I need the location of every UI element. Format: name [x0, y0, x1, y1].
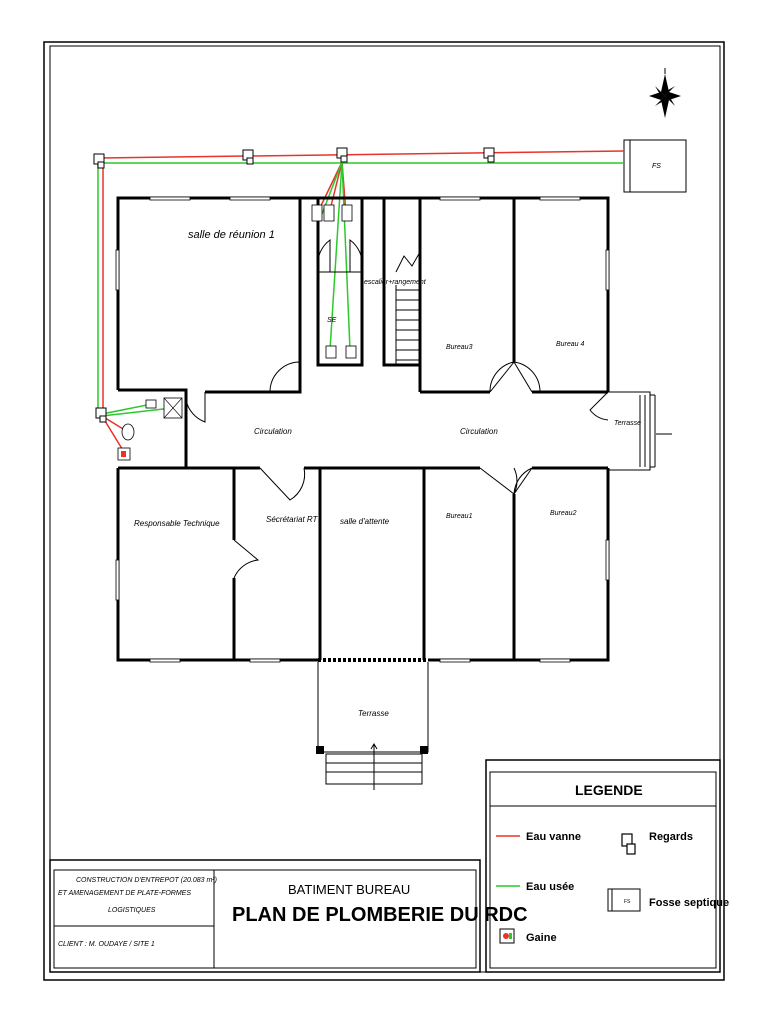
room-label-bureau4: Bureau 4 — [556, 341, 585, 348]
regard-icon — [93, 153, 105, 169]
terrace-bottom — [316, 662, 429, 790]
eau-usee-branch — [341, 161, 351, 351]
room-label-bureau3: Bureau3 — [446, 344, 473, 351]
project-line-2: ET AMENAGEMENT DE PLATE-FORMES — [58, 890, 191, 897]
room-label-circulation-left: Circulation — [254, 427, 292, 436]
room-label-salle-attente: salle d'attente — [340, 517, 390, 526]
plan-title: PLAN DE PLOMBERIE DU RDC — [232, 904, 528, 926]
wc-icon — [121, 423, 135, 441]
legend-title: LEGENDE — [575, 782, 643, 798]
regard-icon — [336, 147, 348, 163]
wc-icon — [323, 204, 335, 222]
regard-icon — [242, 149, 254, 165]
septic-tank: FS — [623, 139, 687, 193]
legend-regard-icon — [621, 833, 636, 855]
building-title: BATIMENT BUREAU — [288, 882, 410, 897]
eau-usee-branch — [101, 403, 153, 415]
room-label-terrasse-bottom: Terrasse — [358, 709, 389, 718]
room-label-responsable: Responsable Technique — [134, 519, 220, 528]
room-label-secretariat: Sécrétariat RT — [266, 515, 319, 524]
door-swings — [185, 239, 609, 579]
room-label-terrasse-right: Terrasse — [614, 420, 641, 427]
legend-gaine-icon — [499, 928, 515, 944]
room-label-se: SE — [327, 317, 337, 324]
staircase — [395, 251, 421, 365]
client-label: CLIENT : M. OUDAYE / SITE 1 — [58, 941, 155, 948]
legend-fosse-icon: FS — [607, 888, 641, 912]
room-label-circulation-right: Circulation — [460, 427, 498, 436]
legend-regards: Regards — [649, 831, 693, 843]
regard-icon — [483, 147, 495, 163]
room-label-escalier: escalier+rangement — [364, 279, 427, 286]
washbasin-icon — [145, 399, 157, 409]
eau-vanne-main — [99, 150, 625, 159]
north-arrow-icon — [649, 68, 681, 118]
terrace-right — [608, 391, 672, 471]
room-label-salle-reunion: salle de réunion 1 — [188, 229, 275, 241]
project-line-1: CONSTRUCTION D'ENTREPOT (20.083 m²) — [76, 877, 217, 884]
project-line-3: LOGISTIQUES — [108, 907, 156, 914]
eau-usee-branch — [329, 161, 343, 351]
legend-eau-vanne: Eau vanne — [526, 831, 581, 843]
washbasin-icon — [325, 345, 337, 359]
septic-tank-label: FS — [652, 163, 661, 170]
eau-usee-branch — [101, 407, 173, 417]
room-label-bureau2: Bureau2 — [550, 510, 577, 517]
legend: LEGENDE Eau vanne Eau usée Gaine Regards… — [485, 759, 729, 973]
legend-fosse-icon-label: FS — [624, 899, 631, 905]
drawing-frame — [49, 45, 721, 973]
washbasin-icon — [345, 345, 357, 359]
legend-eau-usee: Eau usée — [526, 881, 574, 893]
building-walls — [115, 196, 610, 663]
regard-icons — [93, 147, 495, 423]
regard-icon — [95, 407, 107, 423]
wc-icon — [341, 204, 353, 222]
sheet-border — [43, 41, 725, 981]
wc-icon — [311, 204, 323, 222]
legend-fosse-septique: Fosse septique — [649, 897, 729, 909]
room-label-bureau1: Bureau1 — [446, 513, 473, 520]
sanitary-fixtures — [117, 204, 357, 461]
legend-gaine: Gaine — [526, 932, 557, 944]
title-block: CONSTRUCTION D'ENTREPOT (20.083 m²) ET A… — [49, 859, 528, 973]
